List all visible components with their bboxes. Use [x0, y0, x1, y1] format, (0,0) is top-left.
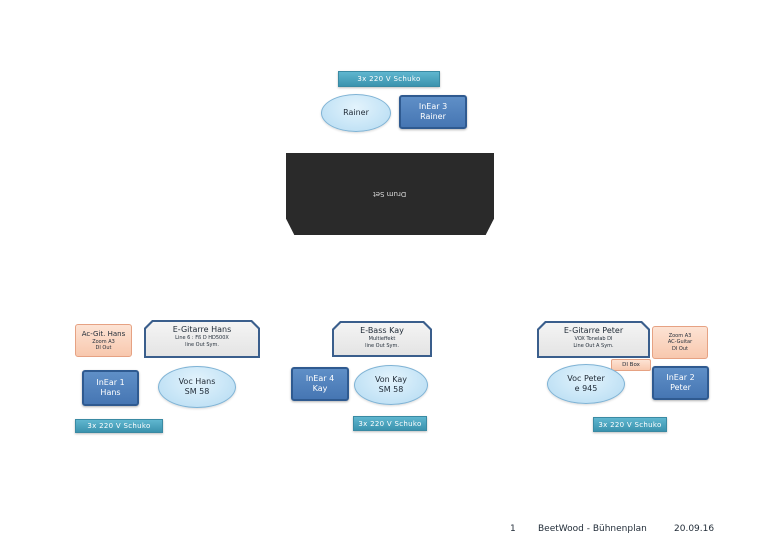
inear-2-line2: Peter — [670, 383, 691, 392]
acgit-title: Ac-Git. Hans — [81, 329, 126, 338]
amp-hans-sub2: line Out Sym. — [185, 341, 219, 348]
power-strip-right-label: 3x 220 V Schuko — [598, 420, 662, 429]
inear-3-line1: InEar 3 — [418, 102, 448, 111]
acgit-sub1: Zoom A3 — [92, 338, 115, 345]
amp-peter-sub1: VOX Tonelab DI — [574, 336, 613, 342]
amp-kay-panel: E-Bass Kay Multieffekt line Out Sym. — [334, 323, 430, 355]
inear-4-line2: Kay — [312, 384, 328, 393]
di-box-label: DI Box — [622, 361, 640, 368]
inear-4-line1: InEar 4 — [305, 374, 335, 383]
amp-kay-sub1: Multieffekt — [368, 336, 396, 342]
amp-hans-sub1: Line 6 : Fß D HD500X — [175, 335, 229, 341]
document-title: BeetWood - Bühnenplan — [538, 524, 647, 534]
mic-rainer[interactable]: Rainer — [321, 94, 391, 132]
power-strip-center-label: 3x 220 V Schuko — [358, 419, 422, 428]
amp-e-gitarre-peter[interactable]: E-Gitarre Peter VOX Tonelab DI Line Out … — [537, 321, 650, 358]
power-strip-top: 3x 220 V Schuko — [338, 71, 440, 87]
amp-kay-title: E-Bass Kay — [360, 326, 404, 335]
footer-page-number: 1 — [510, 524, 516, 534]
power-strip-center: 3x 220 V Schuko — [353, 416, 427, 431]
inear-2-line1: InEar 2 — [666, 373, 695, 382]
amp-hans-title: E-Gitarre Hans — [172, 325, 232, 334]
page-number: 1 — [510, 524, 516, 534]
amp-kay-sub2: line Out Sym. — [365, 342, 399, 349]
voc-kay-line1: Von Kay — [374, 375, 408, 384]
mic-voc-kay[interactable]: Von Kay SM 58 — [354, 365, 428, 405]
power-strip-top-label: 3x 220 V Schuko — [357, 75, 421, 83]
amp-hans-panel: E-Gitarre Hans Line 6 : Fß D HD500X line… — [146, 322, 258, 356]
amp-peter-panel: E-Gitarre Peter VOX Tonelab DI Line Out … — [539, 323, 648, 356]
inear-1-line2: Hans — [100, 388, 121, 397]
voc-peter-line1: Voc Peter — [567, 374, 605, 383]
mic-voc-peter[interactable]: Voc Peter e 945 — [547, 364, 625, 404]
drum-set-label: Drum Set — [373, 190, 407, 198]
power-strip-left-label: 3x 220 V Schuko — [87, 422, 151, 430]
zoom-line1: Zoom A3 — [668, 332, 692, 339]
inear-4-kay[interactable]: InEar 4 Kay — [291, 367, 349, 401]
zoom-line3: DI Out — [672, 345, 688, 352]
di-box[interactable]: DI Box — [611, 359, 651, 371]
acoustic-guitar-hans-box[interactable]: Ac-Git. Hans Zoom A3 DI Out — [75, 324, 132, 357]
footer-title: BeetWood - Bühnenplan — [538, 524, 647, 534]
footer-date: 20.09.16 — [674, 524, 714, 534]
document-date: 20.09.16 — [674, 524, 715, 534]
mic-rainer-label: Rainer — [343, 108, 369, 117]
amp-peter-sub2: Line Out A Sym. — [573, 342, 614, 349]
amp-e-gitarre-hans[interactable]: E-Gitarre Hans Line 6 : Fß D HD500X line… — [144, 320, 260, 358]
drum-riser[interactable]: Drum Set — [286, 153, 494, 235]
inear-1-line1: InEar 1 — [96, 378, 125, 387]
zoom-line2: AC-Guitar — [667, 339, 693, 346]
mic-voc-hans[interactable]: Voc Hans SM 58 — [158, 366, 236, 408]
inear-3-rainer[interactable]: InEar 3 Rainer — [399, 95, 467, 129]
voc-hans-line1: Voc Hans — [178, 377, 216, 386]
inear-3-line2: Rainer — [420, 112, 446, 121]
zoom-acoustic-peter-box[interactable]: Zoom A3 AC-Guitar DI Out — [652, 326, 708, 359]
power-strip-right: 3x 220 V Schuko — [593, 417, 667, 432]
acgit-sub2: DI Out — [95, 345, 112, 351]
amp-e-bass-kay[interactable]: E-Bass Kay Multieffekt line Out Sym. — [332, 321, 432, 357]
voc-peter-line2: e 945 — [574, 384, 598, 393]
inear-2-peter[interactable]: InEar 2 Peter — [652, 366, 709, 400]
power-strip-left: 3x 220 V Schuko — [75, 419, 163, 433]
voc-kay-line2: SM 58 — [378, 385, 404, 394]
voc-hans-line2: SM 58 — [184, 387, 210, 396]
inear-1-hans[interactable]: InEar 1 Hans — [82, 370, 139, 406]
amp-peter-title: E-Gitarre Peter — [563, 326, 624, 335]
